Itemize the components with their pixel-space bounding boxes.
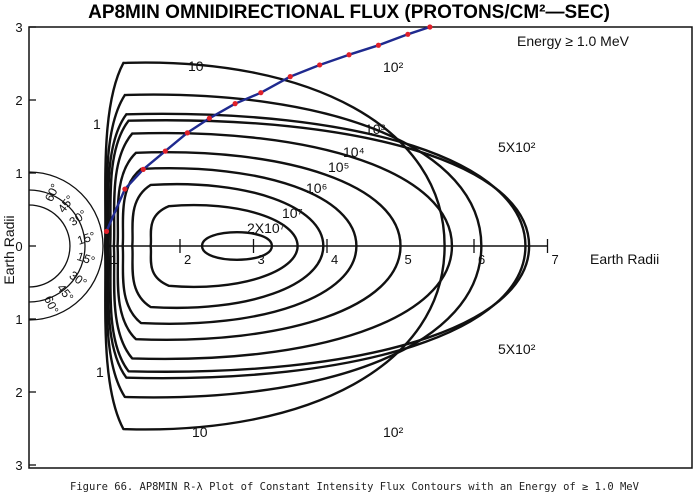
contour-label-1-bottom: 1 (96, 364, 104, 380)
contour-line-7 (131, 183, 325, 309)
x-axis-label: Earth Radii (590, 251, 659, 267)
field-line-point-5 (206, 115, 212, 121)
contour-line-6 (121, 167, 358, 325)
energy-label: Energy ≥ 1.0 MeV (517, 33, 630, 49)
y-tick-label-4: 1 (15, 312, 22, 327)
field-line-point-9 (317, 62, 323, 68)
field-line-point-4 (184, 130, 190, 136)
field-line-point-6 (232, 101, 238, 107)
contour-label-1e7: 10⁷ (282, 205, 303, 221)
x-ticks-layer: 1 2 3 4 5 6 7 (105, 239, 559, 267)
x-tick-label-3: 3 (258, 252, 265, 267)
contour-label-1e2-top: 10² (383, 59, 404, 75)
earth-hemisphere (28, 171, 104, 321)
x-tick-label-4: 4 (331, 252, 338, 267)
y-tick-label-5: 2 (15, 385, 22, 400)
field-line-point-0 (103, 228, 110, 234)
y-tick-label-6: 3 (15, 458, 22, 473)
contour-line-2 (106, 112, 527, 380)
figure-caption: Figure 66. AP8MIN R-λ Plot of Constant I… (70, 481, 640, 493)
contour-label-1e5: 10⁵ (328, 159, 349, 175)
contour-line-4 (112, 131, 454, 361)
field-line-point-2 (140, 166, 146, 172)
contour-label-1e2-bottom: 10² (383, 424, 404, 440)
latitude-label-15-south: 15° (75, 249, 97, 268)
x-tick-label-1: 1 (111, 252, 118, 267)
contour-line-1 (105, 93, 483, 399)
contour-line-0 (103, 61, 446, 431)
field-line-point-7 (258, 90, 264, 96)
contour-label-10-bottom: 10 (192, 424, 208, 440)
x-tick-label-6: 6 (478, 252, 485, 267)
field-line-point-1 (122, 186, 128, 192)
contour-labels: 1 1 10 10 10² 10² 5X10² 5X10² 10³ 10⁴ 10… (93, 58, 536, 440)
y-axis-label: Earth Radii (1, 215, 17, 284)
y-tick-label-2: 1 (15, 166, 22, 181)
field-line-point-11 (375, 42, 382, 48)
contour-label-1e3: 10³ (365, 121, 386, 137)
y-tick-label-1: 2 (15, 93, 22, 108)
field-line-point-3 (162, 148, 168, 154)
field-line-path (105, 25, 431, 232)
field-line-point-13 (427, 24, 433, 30)
chart-title: AP8MIN OMNIDIRECTIONAL FLUX (PROTONS/CM²… (88, 2, 610, 23)
contour-label-1-top: 1 (93, 116, 101, 132)
x-tick-label-2: 2 (184, 252, 191, 267)
contour-label-1e4: 10⁴ (343, 144, 365, 160)
plot-frame (28, 26, 693, 469)
contour-label-5e2-bottom: 5X10² (498, 341, 536, 357)
field-line-point-8 (287, 74, 293, 80)
field-line-layer (103, 24, 433, 234)
contour-label-2e7: 2X10⁷ (247, 220, 285, 236)
latitude-label-15-north: 15° (75, 229, 97, 248)
contour-label-10-top: 10 (188, 58, 204, 74)
field-line-point-12 (405, 31, 411, 37)
contour-label-5e2-top: 5X10² (498, 139, 536, 155)
field-line-point-10 (346, 52, 352, 58)
contour-line-5 (116, 151, 402, 341)
x-tick-label-5: 5 (405, 252, 412, 267)
contour-line-8 (149, 203, 299, 289)
y-tick-label-3: 0 (15, 239, 22, 254)
y-ticks-layer: 3 2 1 0 1 2 3 (15, 20, 36, 473)
x-tick-label-7: 7 (552, 252, 559, 267)
contour-label-1e6: 10⁶ (306, 180, 327, 196)
y-tick-label-0: 3 (15, 20, 22, 35)
